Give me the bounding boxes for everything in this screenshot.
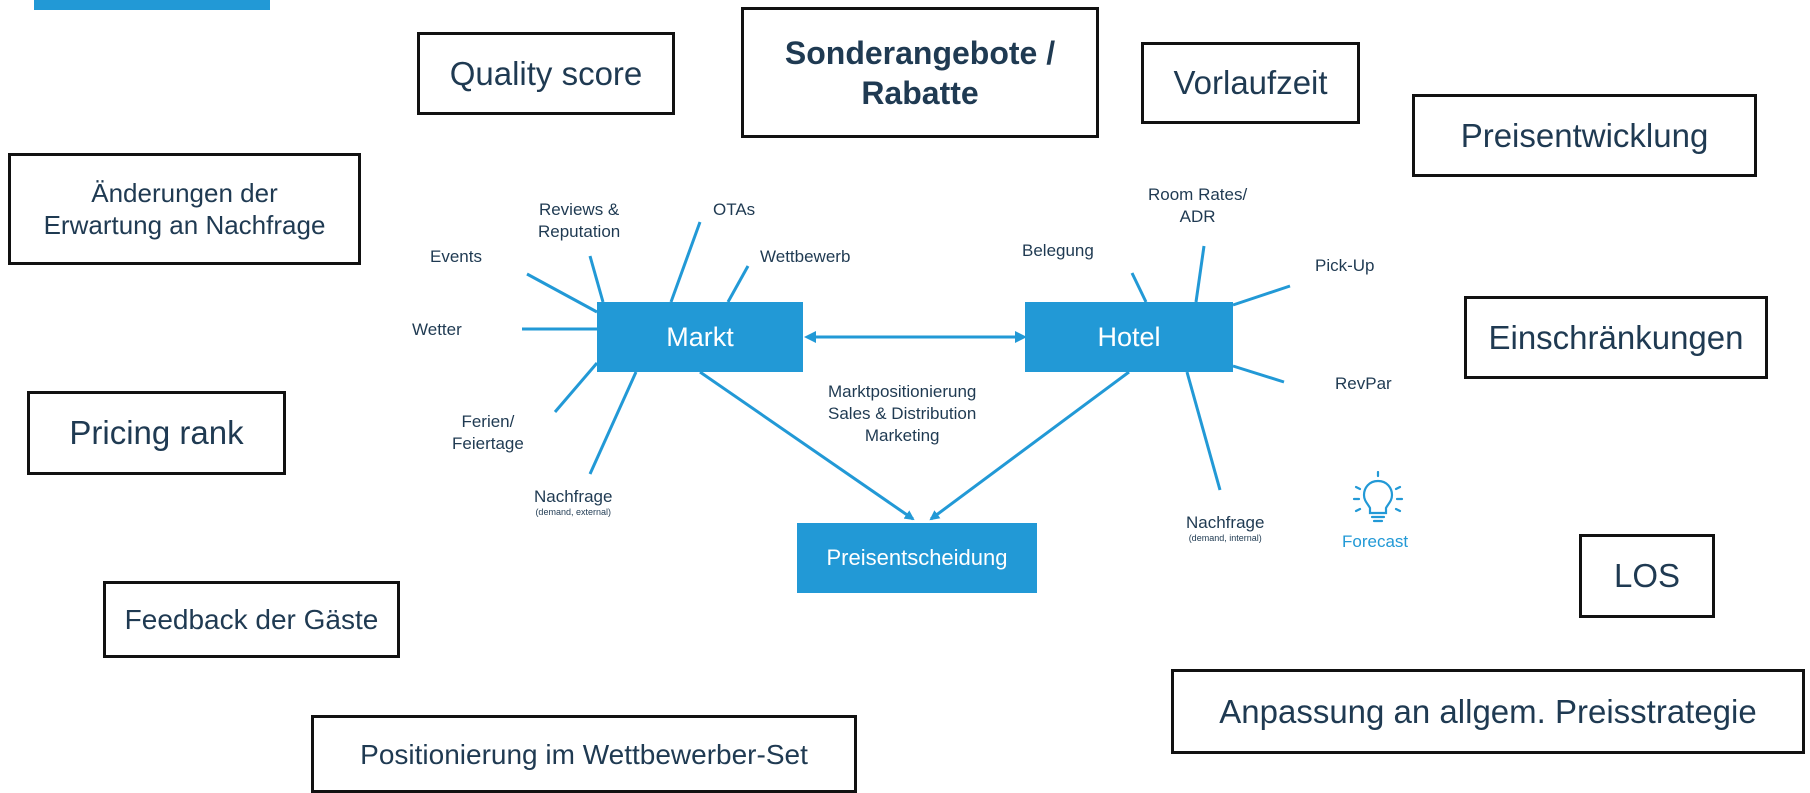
hotel-to-decision-arrow [929, 370, 1130, 521]
reviews-line2: Reputation [538, 222, 621, 242]
pricing-rank-box: Pricing rank [27, 391, 286, 475]
markt-node: Markt [597, 302, 803, 372]
label-wettbewerb: Wettbewerb [760, 247, 851, 266]
nachfrage-external-text: Nachfrage [534, 487, 613, 506]
label-pickup: Pick-Up [1315, 256, 1375, 275]
spoke-nachfrage-int [1185, 371, 1222, 491]
center-labels: Marktpositionierung Sales & Distribution… [828, 381, 976, 447]
nachfrage-internal-text: Nachfrage [1186, 513, 1265, 532]
label-nachfrage-external: Nachfrage (demand, external) [534, 486, 612, 518]
preisentscheidung-node: Preisentscheidung [797, 523, 1037, 593]
center-line2: Sales & Distribution [828, 404, 977, 424]
spoke-belegung [1130, 272, 1148, 303]
lightbulb-icon [1352, 471, 1404, 523]
vorlaufzeit-box: Vorlaufzeit [1141, 42, 1360, 124]
nachfrage-internal-note: (demand, internal) [1188, 533, 1262, 544]
feedback-box: Feedback der Gäste [103, 581, 400, 658]
label-reviews: Reviews & Reputation [538, 199, 620, 243]
label-wetter: Wetter [412, 320, 462, 339]
center-line1: Marktpositionierung [828, 382, 977, 401]
nachfrage-external-note: (demand, external) [535, 507, 611, 518]
spoke-ferien [553, 362, 599, 413]
aenderungen-line2: Erwartung an Nachfrage [43, 210, 326, 240]
reviews-line1: Reviews & [538, 200, 620, 219]
spoke-pickup [1232, 284, 1291, 307]
center-line3: Marketing [864, 426, 940, 446]
spoke-revpar [1232, 364, 1285, 384]
markt-to-decision-arrow [699, 370, 915, 521]
aenderungen-line1: Änderungen der [91, 177, 278, 208]
aenderungen-box: Änderungen der Erwartung an Nachfrage [8, 153, 361, 265]
los-box: LOS [1579, 534, 1715, 618]
positionierung-box: Positionierung im Wettbewerber-Set [311, 715, 857, 793]
label-otas: OTAs [713, 200, 756, 219]
room-rates-line1: Room Rates/ [1148, 185, 1248, 204]
label-nachfrage-internal: Nachfrage (demand, internal) [1186, 512, 1264, 544]
spoke-nachfrage-ext [588, 371, 638, 475]
label-revpar: RevPar [1335, 374, 1392, 393]
forecast-label: Forecast [1342, 532, 1409, 551]
label-room-rates: Room Rates/ ADR [1148, 184, 1247, 228]
spoke-events [526, 272, 598, 314]
einschraenkungen-box: Einschränkungen [1464, 296, 1768, 379]
spoke-room-rates [1194, 245, 1206, 303]
ferien-line2: Feiertage [452, 434, 524, 454]
ferien-line1: Ferien/ [461, 412, 515, 431]
label-events: Events [430, 247, 482, 266]
quality-score-box: Quality score [417, 32, 675, 115]
label-ferien: Ferien/ Feiertage [452, 411, 524, 455]
sonderangebote-line1: Sonderangebote / [784, 34, 1056, 71]
sonderangebote-line2: Rabatte [861, 74, 979, 111]
room-rates-line2: ADR [1179, 207, 1216, 227]
spoke-reviews [588, 255, 605, 303]
anpassung-box: Anpassung an allgem. Preisstrategie [1171, 669, 1805, 754]
hotel-node: Hotel [1025, 302, 1233, 372]
label-belegung: Belegung [1022, 241, 1094, 260]
spoke-otas [669, 221, 702, 303]
preisentwicklung-box: Preisentwicklung [1412, 94, 1757, 177]
sonderangebote-box: Sonderangebote / Rabatte [741, 7, 1099, 138]
accent-bar [34, 0, 270, 10]
spoke-wettbewerb [726, 265, 750, 303]
